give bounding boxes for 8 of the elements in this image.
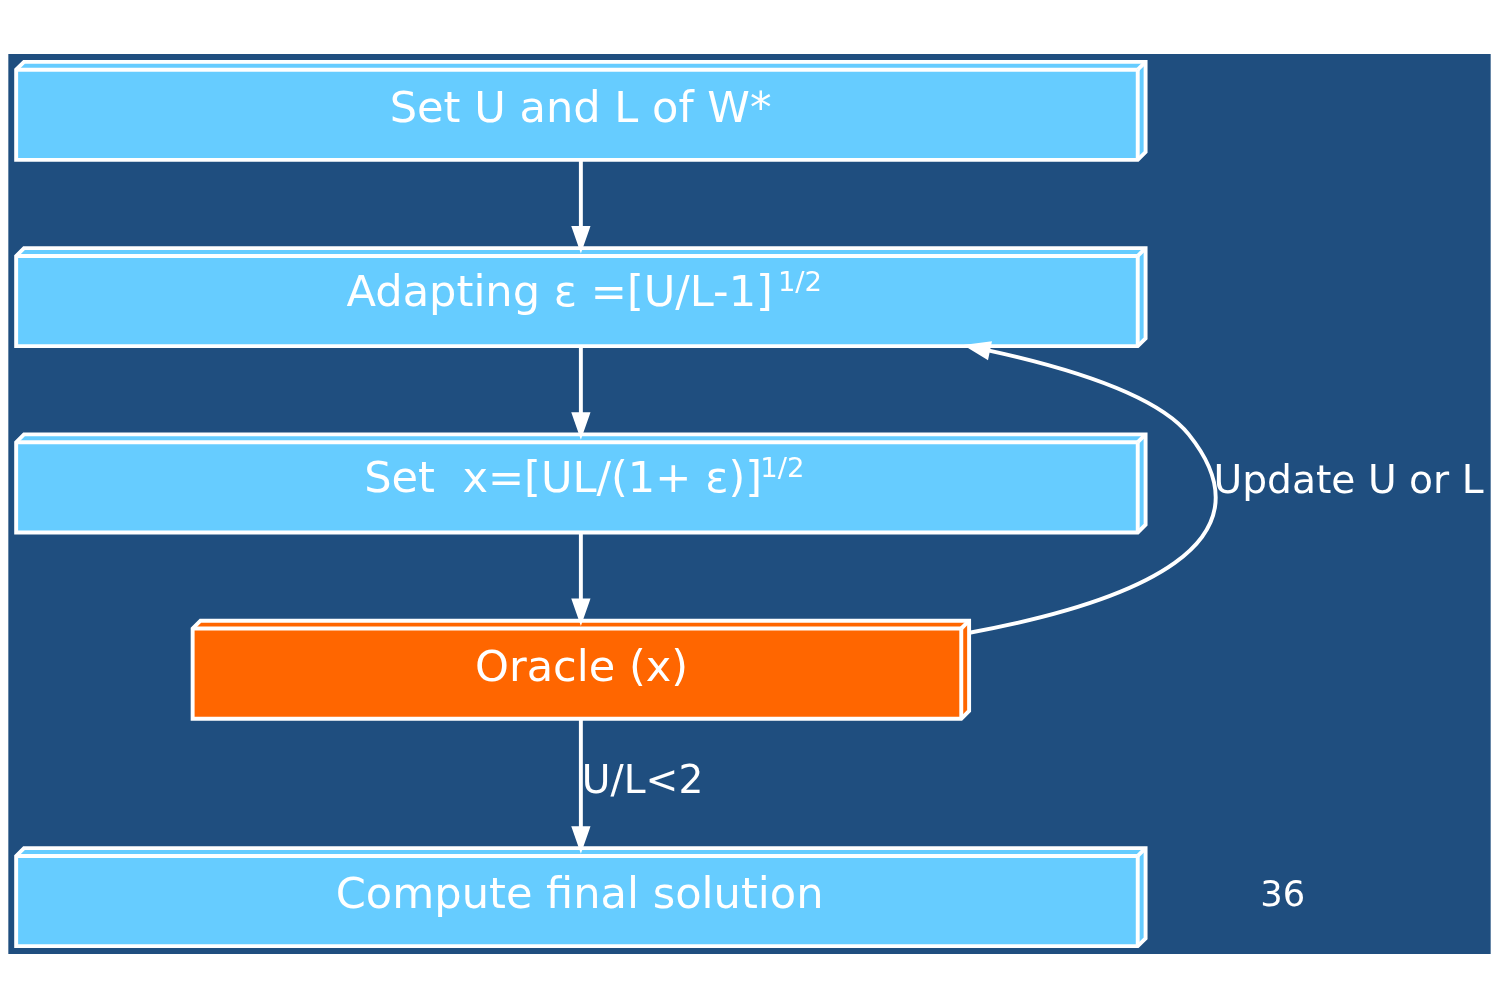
arrow bbox=[963, 340, 1217, 635]
arrow bbox=[571, 532, 591, 626]
edge-label: Update U or L bbox=[1213, 456, 1484, 502]
arrow bbox=[571, 160, 591, 254]
arrow bbox=[571, 718, 591, 854]
arrow bbox=[571, 346, 591, 440]
label: 36 bbox=[1260, 872, 1306, 914]
edge-label: U/L<2 bbox=[581, 756, 704, 802]
